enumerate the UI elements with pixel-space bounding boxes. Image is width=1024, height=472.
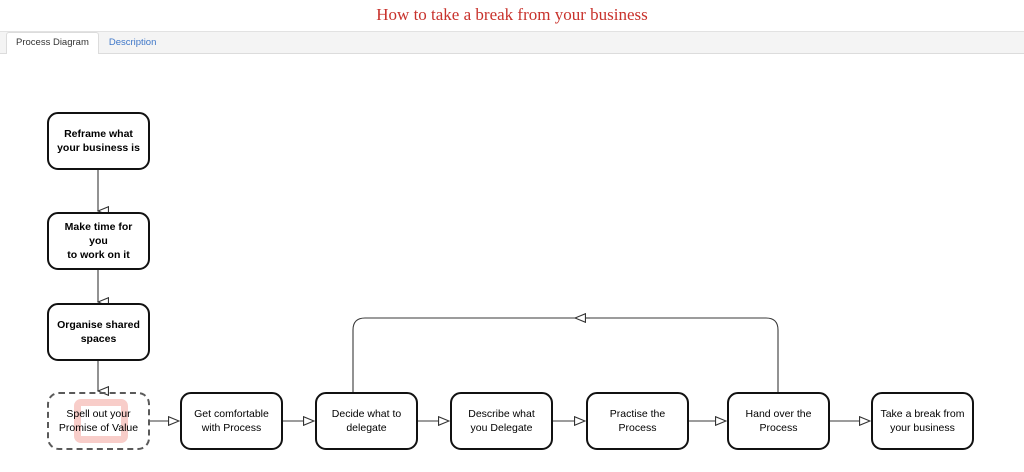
node-organise-shared-spaces[interactable]: Organise shared spaces xyxy=(47,303,150,361)
node-label-line1: Spell out your xyxy=(66,408,131,420)
node-spell-out-your-promise-of-value[interactable]: Spell out your Promise of Value xyxy=(47,392,150,450)
node-take-a-break-from-your-business[interactable]: Take a break from your business xyxy=(871,392,974,450)
node-label-line1: Practise the xyxy=(609,408,666,420)
node-label-line2: to work on it xyxy=(67,249,130,261)
tab-description[interactable]: Description xyxy=(108,37,157,48)
node-label-line2: Promise of Value xyxy=(58,422,139,434)
edge-loop-handover-up-right xyxy=(587,317,779,392)
node-label-line1: Decide what to xyxy=(331,408,402,420)
node-label-line1: Hand over the xyxy=(745,408,812,420)
node-describe-what-you-delegate[interactable]: Describe what you Delegate xyxy=(450,392,553,450)
connector-layer xyxy=(0,170,1024,472)
node-practise-the-process[interactable]: Practise the Process xyxy=(586,392,689,450)
node-hand-over-the-process[interactable]: Hand over the Process xyxy=(727,392,830,450)
node-label-line2: spaces xyxy=(80,333,117,345)
node-label-line1: Organise shared xyxy=(57,319,140,331)
node-label-line1: Reframe what xyxy=(64,128,133,140)
node-label-line2: your business is xyxy=(57,142,140,154)
node-label-line2: your business xyxy=(890,422,955,434)
node-make-time-for-you-to-work-on-it[interactable]: Make time for you to work on it xyxy=(47,212,150,270)
tab-process-diagram[interactable]: Process Diagram xyxy=(6,32,99,54)
node-label-line2: Process xyxy=(759,422,798,434)
node-label-line2: Process xyxy=(618,422,657,434)
page-title: How to take a break from your business xyxy=(376,5,648,24)
node-label-line2: with Process xyxy=(201,422,262,434)
node-label-line1: Get comfortable xyxy=(194,408,269,420)
tab-bar: Process Diagram Description xyxy=(0,31,1024,54)
node-label-line2: you Delegate xyxy=(470,422,533,434)
node-label-line1: Describe what xyxy=(468,408,535,420)
edge-loop-to-decide xyxy=(352,317,575,392)
node-label-line1: Make time for you xyxy=(64,221,133,247)
diagram-canvas[interactable]: Reframe what your business is Make time … xyxy=(0,55,1024,472)
node-label-line1: Take a break from xyxy=(880,408,965,420)
node-label-line2: delegate xyxy=(346,422,387,434)
node-decide-what-to-delegate[interactable]: Decide what to delegate xyxy=(315,392,418,450)
node-get-comfortable-with-process[interactable]: Get comfortable with Process xyxy=(180,392,283,450)
node-reframe-what-your-business-is[interactable]: Reframe what your business is xyxy=(47,112,150,170)
